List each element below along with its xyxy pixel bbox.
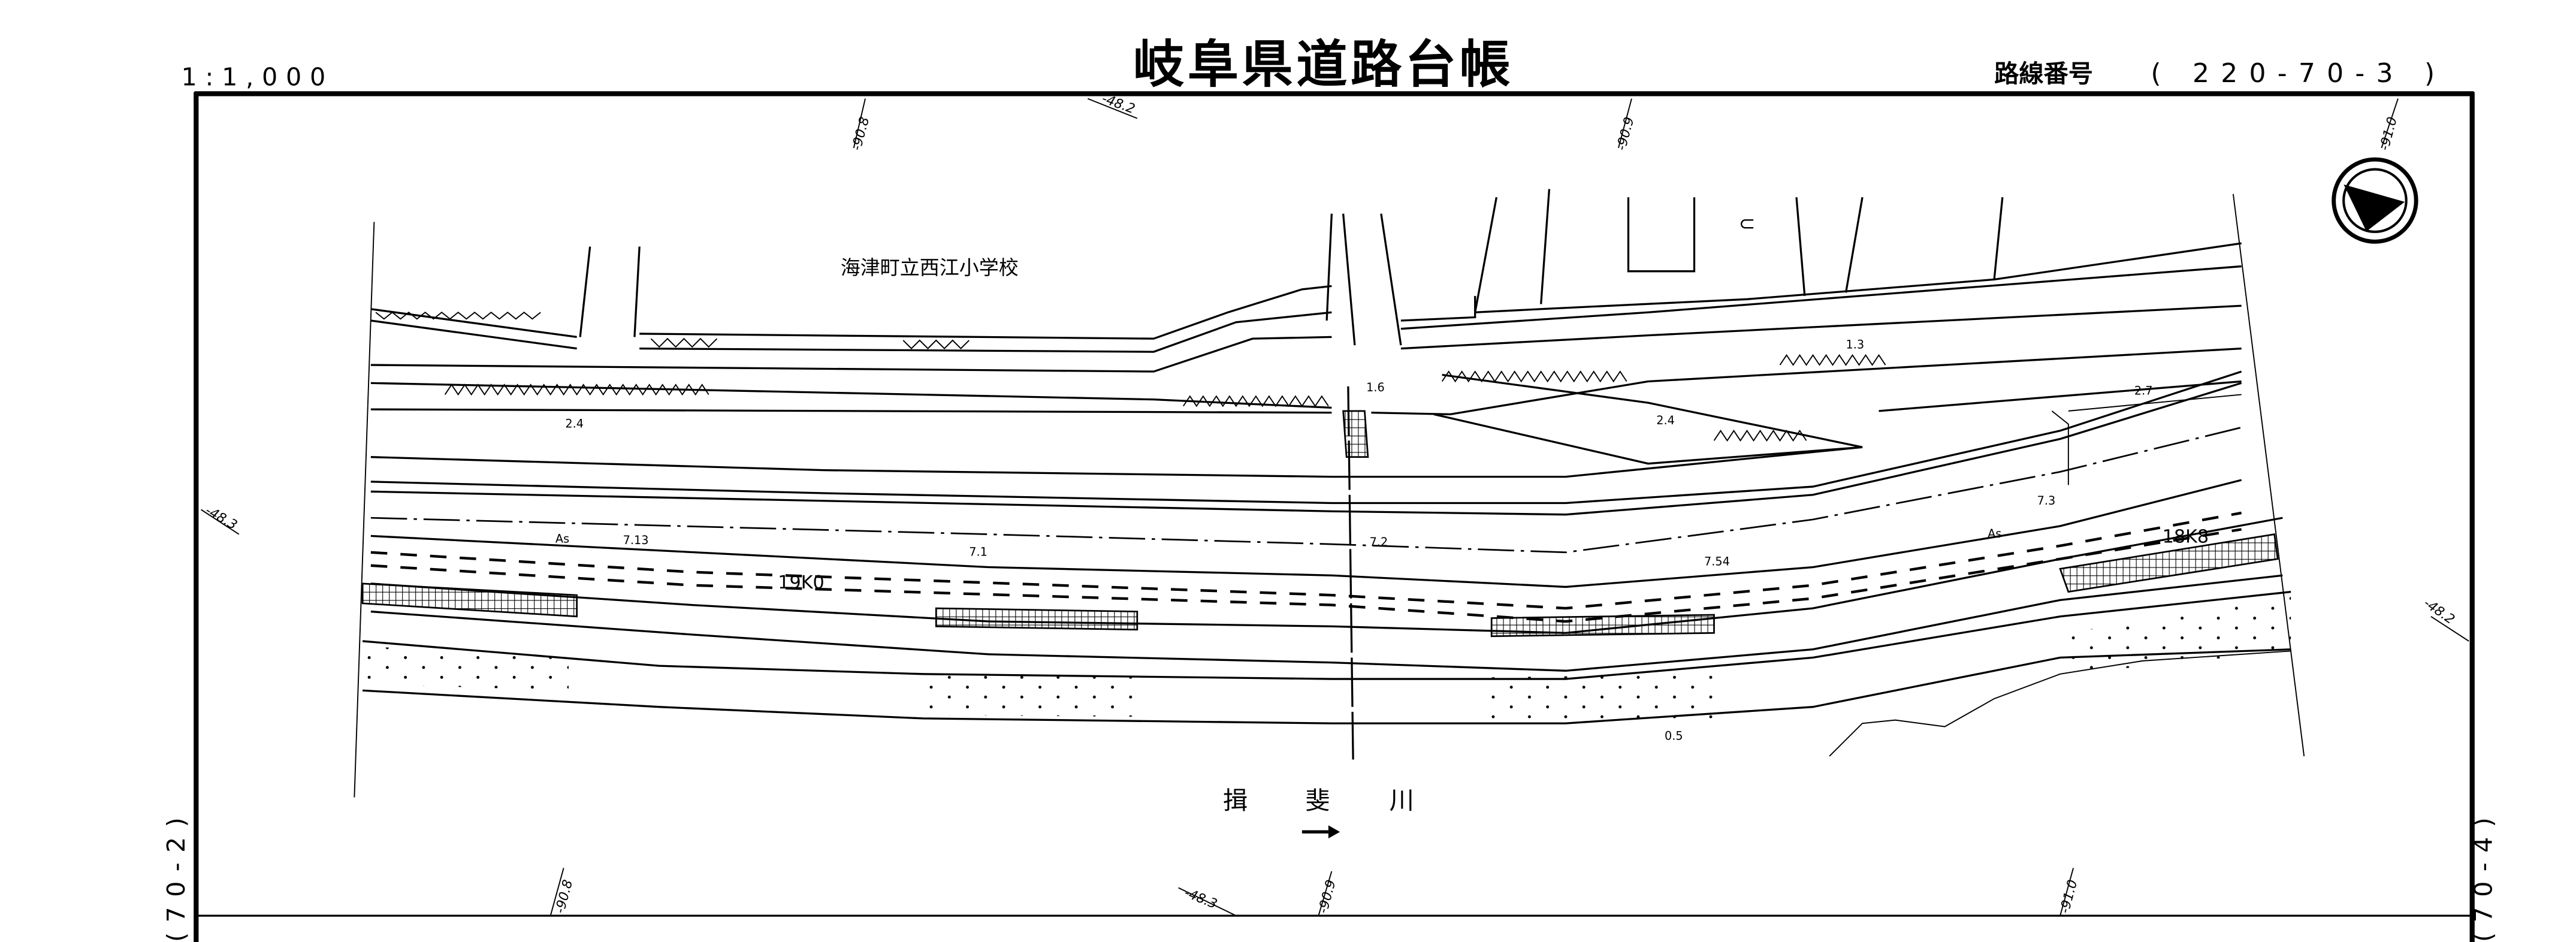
north-arrow-icon	[2332, 157, 2418, 244]
surface-as-left: As	[555, 532, 569, 545]
page-title: 岐阜県道路台帳	[1133, 35, 1514, 95]
width-7-13: 7.13	[623, 533, 649, 547]
width-2-4-left: 2.4	[565, 416, 584, 430]
route-number-label: 路線番号	[1994, 59, 2093, 88]
river-char-3: 川	[1390, 786, 1414, 815]
width-labels: 2.4 2.4 1.6 1.3 2.7 7.3 7.13 7.1 7.2 7.5…	[555, 338, 2153, 743]
coord-bottom-1: -90.8	[552, 878, 576, 915]
structure-mark: ⊂	[1739, 212, 1756, 235]
coord-bottom-3: -90.9	[1316, 878, 1339, 915]
scale-label: 1:1,000	[182, 63, 334, 92]
width-7-54: 7.54	[1704, 555, 1730, 569]
sidewalk-lines	[370, 265, 2242, 478]
coord-top-3: -90.9	[1614, 116, 1638, 152]
school-label: 海津町立西江小学校	[841, 256, 1019, 279]
roadside-structures: ⊂	[579, 189, 2242, 485]
station-19k0: 19K0	[778, 572, 825, 593]
width-2-4-right: 2.4	[1656, 413, 1675, 427]
width-7-3: 7.3	[2037, 494, 2056, 508]
flow-direction-arrow-icon	[1301, 825, 1340, 839]
coord-top-1: -90.8	[849, 116, 872, 152]
width-0-5: 0.5	[1665, 729, 1683, 743]
route-number: ( 220-70-3 )	[2151, 58, 2446, 89]
station-18k8: 18K8	[2163, 526, 2209, 547]
carriageway-lines	[361, 370, 2291, 757]
river-char-1: 揖	[1223, 786, 1248, 815]
coord-right: -48.2	[2421, 596, 2457, 627]
adjacent-sheet-left: (70-2)	[162, 808, 191, 942]
sheet-frame	[194, 91, 2475, 942]
width-2-7: 2.7	[2134, 384, 2153, 397]
surface-as-right: As	[1988, 527, 2001, 541]
width-1-3: 1.3	[1846, 338, 1865, 352]
width-7-2: 7.2	[1370, 535, 1388, 549]
coord-bottom-2: -48.3	[1182, 886, 1219, 912]
coord-top-4: -91.0	[2377, 116, 2400, 152]
coord-bottom-4: -91.0	[2057, 878, 2080, 915]
river-char-2: 斐	[1305, 786, 1330, 815]
width-7-1: 7.1	[969, 545, 987, 558]
coord-left: -48.3	[203, 503, 240, 533]
width-1-6: 1.6	[1366, 381, 1385, 394]
adjacent-sheet-right: (70-4)	[2469, 808, 2498, 942]
river-label: 揖 斐 川	[1223, 786, 1414, 815]
